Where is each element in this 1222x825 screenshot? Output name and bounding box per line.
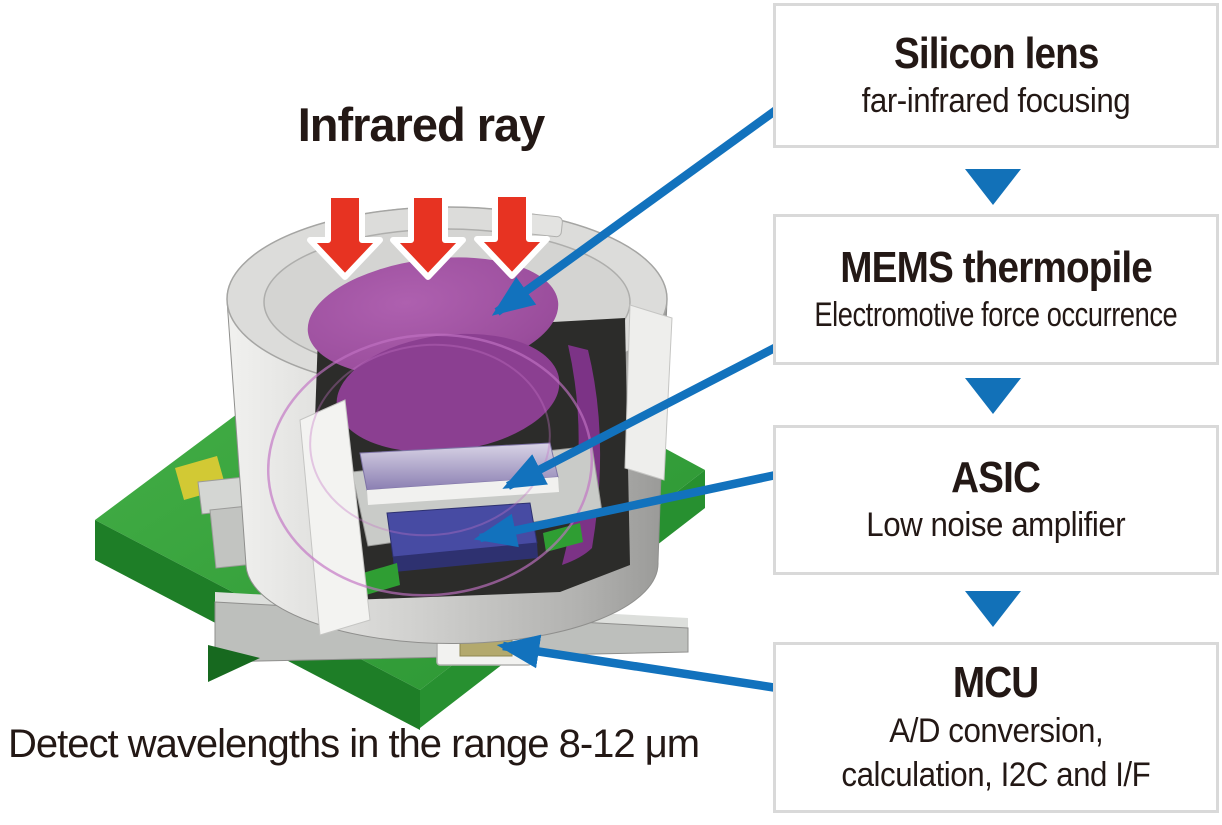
flow-box-title: MEMS thermopile [840, 242, 1153, 292]
diagram-title: Infrared ray [297, 98, 546, 151]
flow-box-description: far-infrared focusing [861, 81, 1131, 120]
flow-down-triangle-icon [965, 378, 1021, 414]
flow-down-triangle-icon [965, 591, 1021, 627]
flow-box-description: calculation, I2C and I/F [841, 756, 1151, 795]
flow-box-title: ASIC [951, 453, 1042, 503]
flow-box-description: A/D conversion, [889, 711, 1103, 750]
flow-box-mcu: MCU A/D conversion, calculation, I2C and… [773, 642, 1219, 813]
flow-down-triangle-icon [965, 169, 1021, 205]
flow-box-mems-thermopile: MEMS thermopile Electromotive force occu… [773, 214, 1219, 365]
flow-box-title: MCU [953, 658, 1039, 708]
sensor-cutaway-illustration [95, 191, 705, 730]
infrared-arrow-icons [307, 191, 550, 280]
flow-box-title: Silicon lens [893, 28, 1099, 78]
flow-box-description: Low noise amplifier [866, 506, 1126, 545]
flow-box-description: Electromotive force occurrence [814, 295, 1178, 334]
wavelength-caption: Detect wavelengths in the range 8-12 μm [8, 722, 700, 766]
flow-box-asic: ASIC Low noise amplifier [773, 425, 1219, 575]
flow-box-silicon-lens: Silicon lens far-infrared focusing [773, 3, 1219, 148]
